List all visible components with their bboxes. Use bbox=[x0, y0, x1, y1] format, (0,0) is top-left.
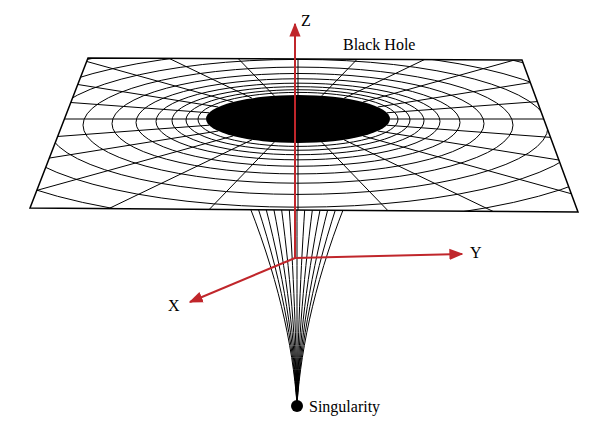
grid-spoke bbox=[322, 142, 407, 230]
grid-spoke bbox=[344, 140, 508, 219]
funnel-line bbox=[261, 190, 297, 404]
grid-spoke bbox=[298, 4, 299, 95]
axis-label: Y bbox=[470, 244, 482, 262]
grid-spoke bbox=[189, 8, 274, 96]
funnel-line bbox=[243, 190, 297, 404]
grid-spoke bbox=[1, 38, 233, 102]
title-label: Black Hole bbox=[343, 36, 415, 54]
grid-spoke bbox=[298, 143, 299, 234]
grid-spoke bbox=[88, 140, 252, 219]
y-axis bbox=[295, 254, 462, 258]
funnel-line bbox=[297, 190, 324, 404]
grid-spoke bbox=[0, 89, 209, 113]
grid-spoke bbox=[0, 131, 218, 177]
grid-spoke bbox=[387, 89, 595, 113]
singularity-dot bbox=[291, 400, 303, 412]
grid-spoke bbox=[390, 119, 595, 120]
funnel-line bbox=[297, 190, 342, 404]
z-axis bbox=[294, 24, 296, 258]
grid-spoke bbox=[0, 125, 209, 149]
grid-spoke bbox=[88, 19, 252, 98]
grid-spoke bbox=[378, 62, 595, 108]
black-hole-disc bbox=[206, 95, 390, 143]
x-axis bbox=[190, 258, 295, 302]
grid-spoke bbox=[1, 136, 233, 200]
spacetime-grid bbox=[0, 4, 595, 234]
funnel-line bbox=[252, 190, 297, 404]
funnel-line bbox=[270, 190, 297, 404]
axis-label: Z bbox=[301, 12, 311, 30]
grid-spoke bbox=[0, 119, 206, 120]
grid-spoke bbox=[363, 136, 595, 200]
funnel-line bbox=[297, 190, 351, 404]
grid-spoke bbox=[0, 62, 218, 108]
grid-spoke bbox=[344, 19, 508, 98]
funnel-lines bbox=[243, 190, 351, 404]
axis-label: X bbox=[168, 297, 180, 315]
grid-spoke bbox=[189, 142, 274, 230]
axes bbox=[190, 24, 462, 302]
point-label: Singularity bbox=[309, 398, 380, 416]
